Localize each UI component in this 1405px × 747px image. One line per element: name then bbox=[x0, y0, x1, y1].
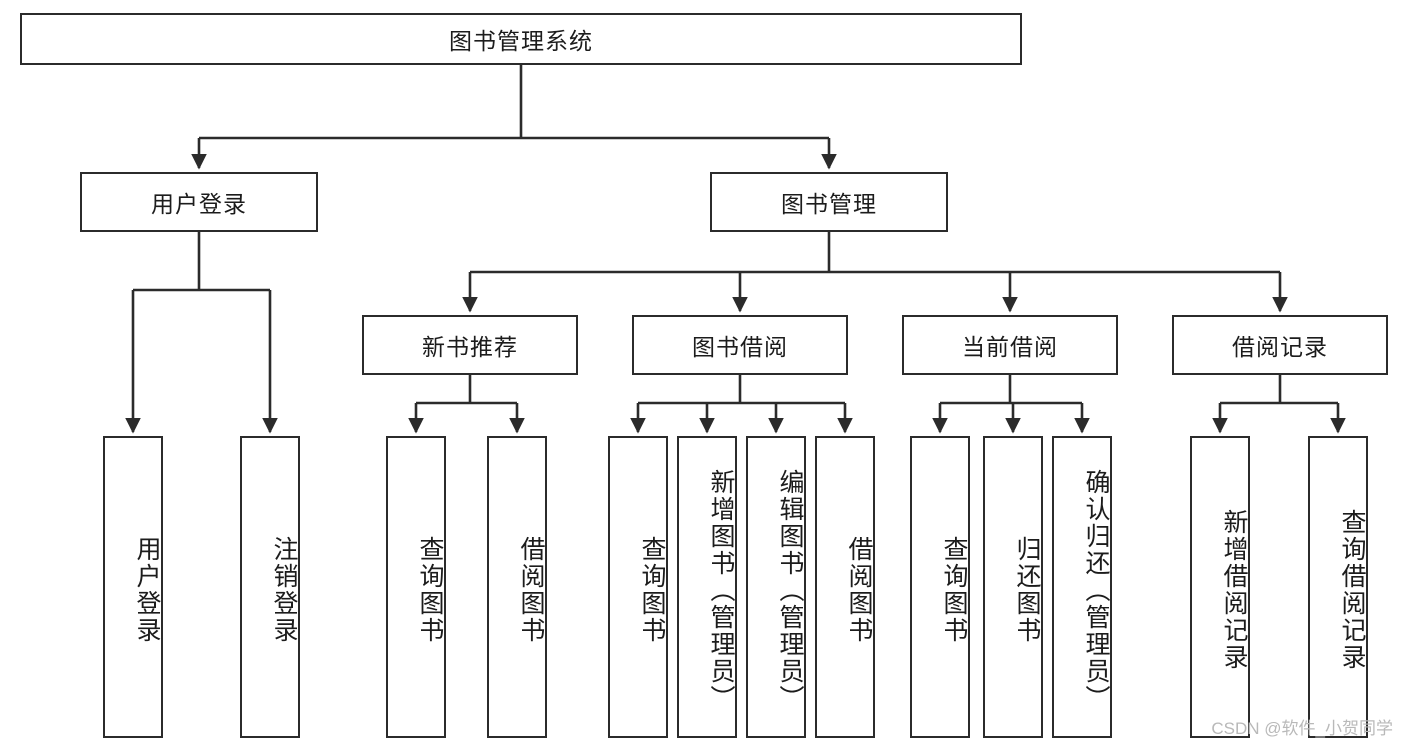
node-current-borrow-label: 当前借阅 bbox=[962, 334, 1058, 360]
node-leaf-user-logout-label: 注销登录 bbox=[270, 536, 298, 644]
node-leaf-return-books-label: 归还图书 bbox=[1013, 536, 1041, 644]
node-current-borrow[interactable]: 当前借阅 bbox=[902, 315, 1118, 375]
node-leaf-user-login[interactable]: 用户登录 bbox=[103, 436, 163, 738]
node-leaf-query-books-current[interactable]: 查询图书 bbox=[910, 436, 970, 738]
node-leaf-add-book-admin[interactable]: 新增图书（管理员） bbox=[677, 436, 737, 738]
node-leaf-borrow-books-rec-label: 借阅图书 bbox=[517, 536, 545, 644]
node-leaf-return-books[interactable]: 归还图书 bbox=[983, 436, 1043, 738]
node-leaf-query-borrow-record-label: 查询借阅记录 bbox=[1338, 509, 1366, 671]
node-leaf-add-borrow-record-label: 新增借阅记录 bbox=[1220, 509, 1248, 671]
node-leaf-query-books-borrow[interactable]: 查询图书 bbox=[608, 436, 668, 738]
node-leaf-confirm-return-admin-label: 确认归还（管理员） bbox=[1082, 468, 1110, 712]
node-root[interactable]: 图书管理系统 bbox=[20, 13, 1022, 65]
node-leaf-query-books-borrow-label: 查询图书 bbox=[638, 536, 666, 644]
node-borrow-record[interactable]: 借阅记录 bbox=[1172, 315, 1388, 375]
node-leaf-confirm-return-admin[interactable]: 确认归还（管理员） bbox=[1052, 436, 1112, 738]
node-new-book-recommend[interactable]: 新书推荐 bbox=[362, 315, 578, 375]
watermark-text: CSDN @软件_小贺同学 bbox=[1211, 719, 1393, 738]
node-leaf-query-books-current-label: 查询图书 bbox=[940, 536, 968, 644]
node-leaf-query-books-rec[interactable]: 查询图书 bbox=[386, 436, 446, 738]
node-leaf-borrow-books-rec[interactable]: 借阅图书 bbox=[487, 436, 547, 738]
node-user-login[interactable]: 用户登录 bbox=[80, 172, 318, 232]
node-leaf-user-login-label: 用户登录 bbox=[133, 536, 161, 644]
node-borrow-record-label: 借阅记录 bbox=[1232, 334, 1328, 360]
node-leaf-borrow-books-borrow-label: 借阅图书 bbox=[845, 536, 873, 644]
node-leaf-borrow-books-borrow[interactable]: 借阅图书 bbox=[815, 436, 875, 738]
node-leaf-edit-book-admin-label: 编辑图书（管理员） bbox=[776, 468, 804, 712]
node-leaf-query-borrow-record[interactable]: 查询借阅记录 bbox=[1308, 436, 1368, 738]
node-user-login-label: 用户登录 bbox=[151, 191, 247, 217]
node-leaf-add-book-admin-label: 新增图书（管理员） bbox=[707, 468, 735, 712]
node-leaf-add-borrow-record[interactable]: 新增借阅记录 bbox=[1190, 436, 1250, 738]
node-book-borrow-label: 图书借阅 bbox=[692, 334, 788, 360]
node-leaf-user-logout[interactable]: 注销登录 bbox=[240, 436, 300, 738]
node-root-label: 图书管理系统 bbox=[449, 28, 593, 54]
node-book-management[interactable]: 图书管理 bbox=[710, 172, 948, 232]
node-new-book-recommend-label: 新书推荐 bbox=[422, 334, 518, 360]
node-leaf-edit-book-admin[interactable]: 编辑图书（管理员） bbox=[746, 436, 806, 738]
node-book-borrow[interactable]: 图书借阅 bbox=[632, 315, 848, 375]
node-leaf-query-books-rec-label: 查询图书 bbox=[416, 536, 444, 644]
node-book-management-label: 图书管理 bbox=[781, 191, 877, 217]
